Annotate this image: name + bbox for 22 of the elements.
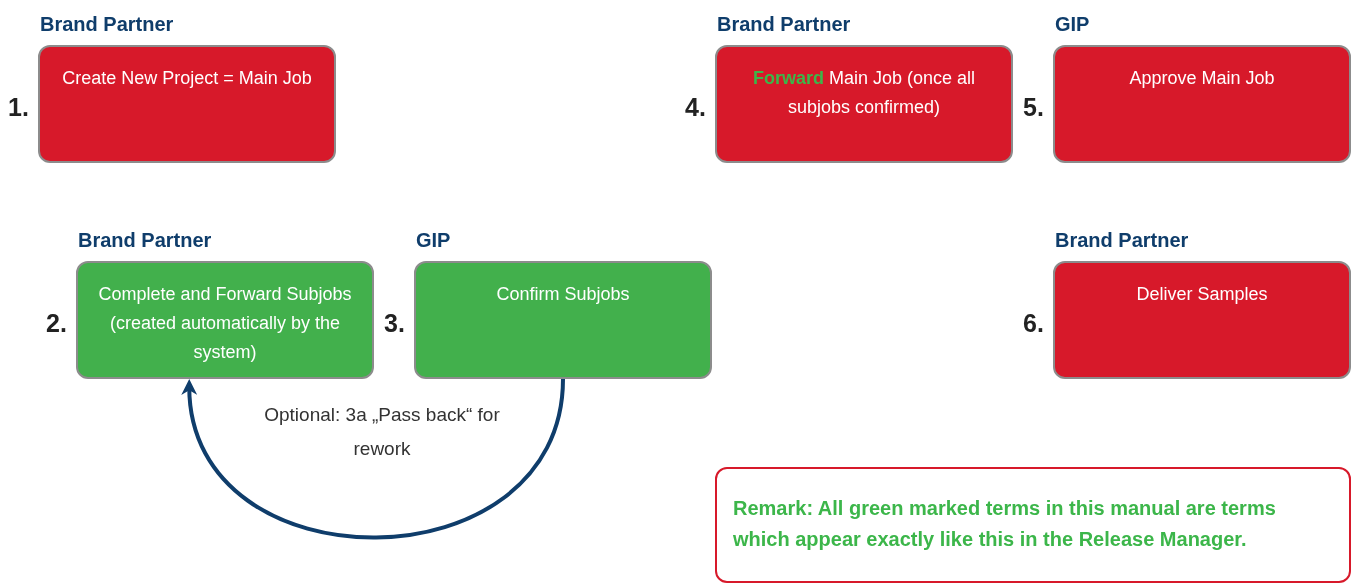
step-number: 4. [685, 92, 706, 123]
step-text: Approve Main Job [1128, 67, 1276, 90]
step-text: Complete and Forward Subjobs (created automatically by the system) [97, 283, 353, 364]
role-heading: Brand Partner [78, 228, 212, 253]
step-number: 6. [1023, 308, 1044, 339]
curved-arrow [182, 378, 565, 540]
step-number: 5. [1023, 92, 1044, 123]
role-heading: GIP [416, 228, 451, 253]
role-heading: Brand Partner [1055, 228, 1189, 253]
role-heading: Brand Partner [717, 12, 851, 37]
step-text: Create New Project = Main Job [61, 67, 313, 90]
role-heading: Brand Partner [40, 12, 174, 37]
step-text: Deliver Samples [1135, 283, 1269, 306]
role-heading: GIP [1055, 12, 1090, 37]
step-number: 3. [384, 308, 405, 339]
remark-text: Remark: All green marked terms in this manual are terms which appear exactly like this in the Release Manager. [732, 496, 1277, 552]
step-text: Confirm Subjobs [495, 283, 631, 306]
remark-box [715, 467, 1351, 583]
step-text: Forward Main Job (once all subjobs confirmed) [751, 67, 977, 119]
step-number: 2. [46, 308, 67, 339]
edge-label: Optional: 3a „Pass back“ for rework [263, 403, 501, 461]
step-number: 1. [8, 92, 29, 123]
